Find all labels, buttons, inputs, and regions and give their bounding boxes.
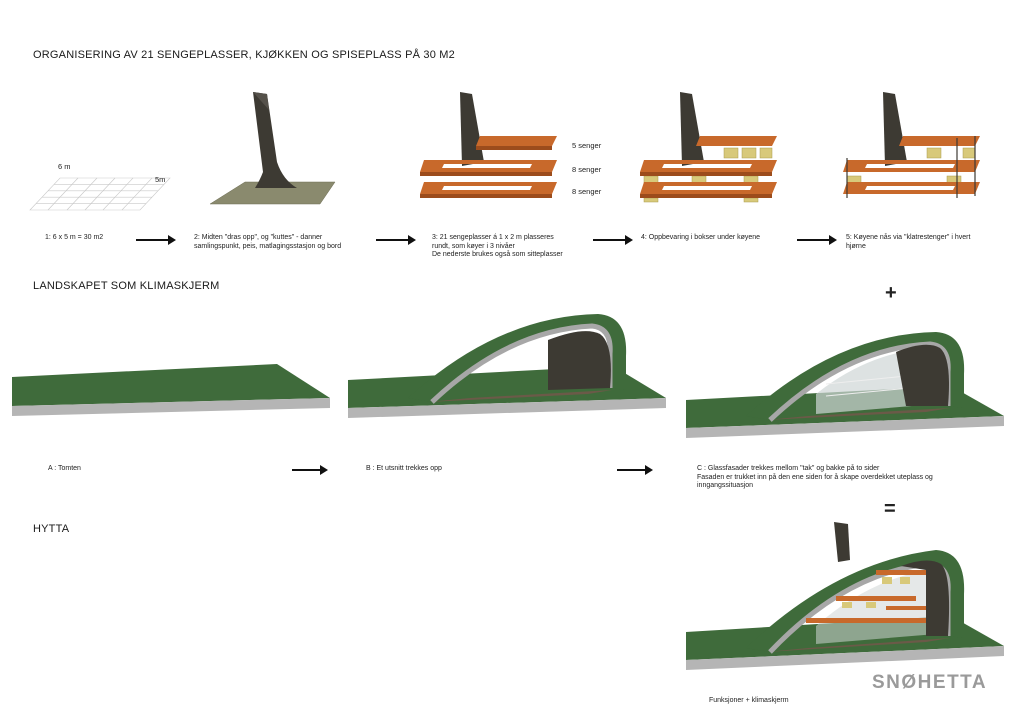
dimension-width: 6 m [58,162,71,171]
lifted-section-diagram [348,314,666,418]
step-4-caption: 4: Oppbevaring i bokser under køyene [641,234,761,241]
storage-diagram [640,92,777,203]
snohetta-logo: SNØHETTA [872,672,988,693]
step-1-caption: 1: 6 x 5 m = 30 m2 [45,234,104,241]
site-diagram [12,364,330,416]
tier-label-top: 5 senger [572,141,602,150]
arrow-site [292,465,328,475]
equals-symbol: = [884,498,896,520]
plus-symbol: + [885,282,897,304]
cabin-diagram [686,522,1004,670]
arrow-step-4 [797,235,837,245]
chimney-diagram [209,92,336,205]
tier-label-bottom: 8 senger [572,187,602,196]
grid-diagram [29,177,171,211]
heading-organisering: ORGANISERING AV 21 SENGEPLASSER, KJØKKEN… [33,49,455,61]
site-caption: A : Tomten [48,465,81,472]
cabin-caption: Funksjoner + klimaskjerm [709,697,789,704]
arrow-lifted-section [617,465,653,475]
heading-hytta: HYTTA [33,523,70,535]
glass-facade-diagram [686,332,1004,438]
lifted-section-caption: B : Et utsnitt trekkes opp [366,465,442,472]
heading-landskapet: LANDSKAPET SOM KLIMASKJERM [33,280,220,292]
glass-facade-caption: C : Glassfasader trekkes mellom "tak" og… [697,465,933,489]
arrow-step-3 [593,235,633,245]
step-2-caption: 2: Midten "dras opp", og "kuttes" - dann… [194,234,342,250]
step-5-caption: 5: Køyene nås via "klatrestenger" i hver… [846,234,971,250]
arrow-step-2 [376,235,416,245]
dimension-depth: 5m [155,175,166,184]
arrow-step-1 [136,235,176,245]
tier-label-middle: 8 senger [572,165,602,174]
beds-diagram [420,92,557,198]
climbing-poles-diagram [843,92,980,198]
